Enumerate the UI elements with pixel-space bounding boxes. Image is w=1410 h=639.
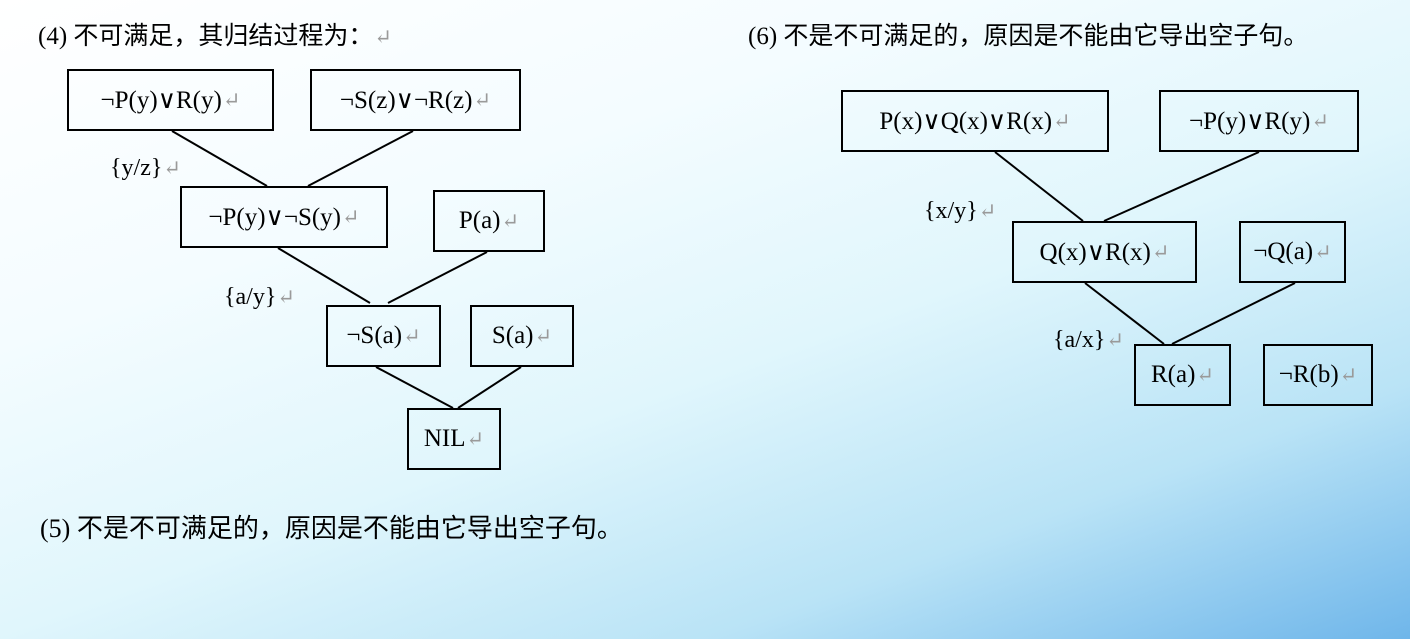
clause-m6: ¬R(b)↵ [1263,344,1373,406]
return-mark-icon: ↵ [466,426,485,451]
substitution-t2: {a/x}↵ [1053,327,1124,353]
edge-n5-n7 [375,366,454,409]
part6-heading: (6) 不是不可满足的，原因是不能由它导出空子句。 [748,23,1309,50]
return-mark-icon: ↵ [374,25,393,49]
return-mark-icon: ↵ [277,285,295,309]
edge-n3-n5 [277,247,371,304]
clause-n3: ¬P(y)∨¬S(y)↵ [180,186,388,248]
substitution-t1: {x/y}↵ [924,198,997,224]
return-mark-icon: ↵ [1339,362,1358,387]
return-mark-icon: ↵ [1151,239,1170,264]
return-mark-icon: ↵ [978,199,997,223]
return-mark-icon: ↵ [1311,108,1329,133]
return-mark-icon: ↵ [1053,108,1071,133]
edge-n6-n7 [457,366,522,409]
substitution-s2: {a/y}↵ [224,284,295,310]
edge-n1-n3 [171,130,268,187]
return-mark-icon: ↵ [342,204,360,229]
clause-n2: ¬S(z)∨¬R(z)↵ [310,69,521,131]
edge-n4-n5 [387,251,488,304]
return-mark-icon: ↵ [501,208,520,233]
clause-m2: ¬P(y)∨R(y)↵ [1159,90,1359,152]
clause-n7-nil: NIL↵ [407,408,501,470]
clause-n1: ¬P(y)∨R(y)↵ [67,69,274,131]
return-mark-icon: ↵ [163,156,181,180]
return-mark-icon: ↵ [534,323,553,348]
clause-m3: Q(x)∨R(x)↵ [1012,221,1197,283]
return-mark-icon: ↵ [473,87,492,112]
clause-m5: R(a)↵ [1134,344,1231,406]
edge-m2-m3 [1103,151,1260,222]
part4-heading: (4) 不可满足，其归结过程为：↵ [38,23,393,50]
clause-m4: ¬Q(a)↵ [1239,221,1346,283]
substitution-s1: {y/z}↵ [110,155,181,181]
edge-n2-n3 [307,130,414,187]
edge-m3-m5 [1084,282,1165,345]
clause-m1: P(x)∨Q(x)∨R(x)↵ [841,90,1109,152]
clause-n6: S(a)↵ [470,305,574,367]
return-mark-icon: ↵ [403,323,421,348]
part5-text: (5) 不是不可满足的，原因是不能由它导出空子句。 [40,514,623,543]
return-mark-icon: ↵ [1106,328,1124,352]
return-mark-icon: ↵ [222,87,241,112]
clause-n4: P(a)↵ [433,190,545,252]
return-mark-icon: ↵ [1314,239,1332,264]
edge-m1-m3 [994,151,1084,222]
edge-m4-m5 [1171,282,1296,345]
return-mark-icon: ↵ [1196,362,1215,387]
clause-n5: ¬S(a)↵ [326,305,441,367]
